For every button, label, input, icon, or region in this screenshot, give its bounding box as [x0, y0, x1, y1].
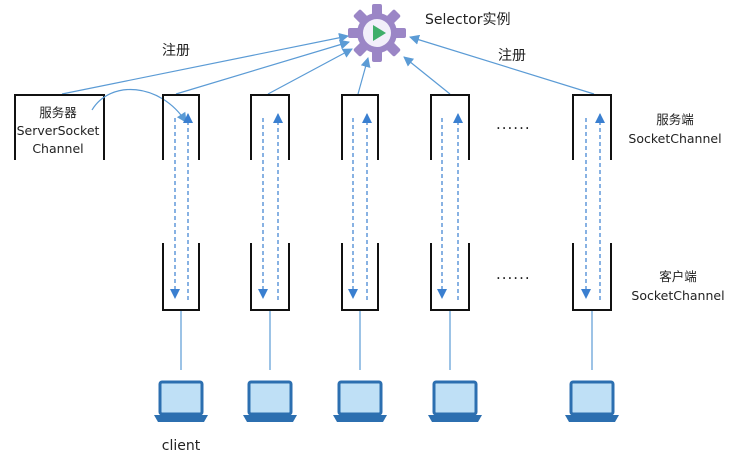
laptop-icon: [154, 380, 208, 422]
server-side-label-line2: SocketChannel: [628, 131, 721, 146]
server-channel-line2: ServerSocket: [17, 123, 100, 138]
client-side-label-line2: SocketChannel: [631, 288, 724, 303]
client-label: client: [162, 438, 201, 454]
laptop-icon: [243, 380, 297, 422]
register-label-left: 注册: [162, 43, 190, 59]
ellipsis-bottom: ......: [496, 265, 531, 283]
server-channel-line1: 服务器: [39, 105, 77, 120]
dashed-data-flows: [170, 113, 605, 300]
selector-gear-icon: [348, 4, 406, 62]
client-side-label-line1: 客户端: [659, 269, 697, 284]
accept-arrow: [91, 89, 187, 123]
laptop-icon: [333, 380, 387, 422]
server-socket-channel: [14, 94, 105, 160]
ellipsis-top: ......: [496, 115, 531, 133]
register-label-right: 注册: [498, 48, 526, 64]
server-side-label-line1: 服务端: [656, 112, 694, 127]
laptop-icon: [428, 380, 482, 422]
laptop-icon: [565, 380, 619, 422]
register-arrows: [61, 32, 595, 95]
client-side-channels: [162, 243, 612, 311]
server-side-channels: [162, 94, 612, 160]
selector-label: Selector实例: [425, 12, 511, 28]
server-channel-line3: Channel: [32, 141, 83, 156]
client-connectors: [180, 311, 593, 370]
